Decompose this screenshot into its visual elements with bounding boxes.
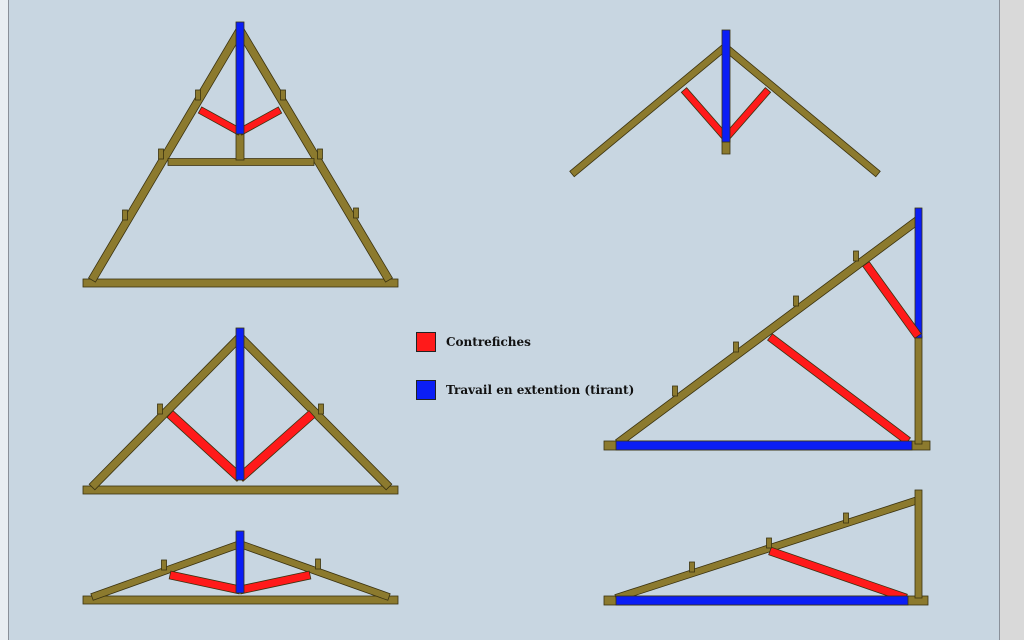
truss2-left-rafter: [88, 333, 244, 491]
truss2-tie-beam: [82, 485, 399, 495]
truss3-cleat: [315, 558, 321, 570]
truss1-cleat: [122, 209, 128, 221]
truss6-bottom-tie: [615, 595, 909, 606]
legend-swatch-struts: [416, 332, 436, 352]
truss6-cleat: [766, 537, 772, 549]
truss2-strut-left: [166, 410, 244, 482]
truss3-left-rafter: [90, 540, 242, 601]
truss1-strut-left: [197, 106, 243, 136]
truss5-post-tie: [914, 207, 923, 339]
legend-item-struts: Contrefiches: [416, 332, 531, 352]
truss5-strut-upper: [862, 261, 922, 339]
window-right-edge: [999, 0, 1024, 640]
truss4-strut-right: [722, 87, 772, 141]
truss5-cleat: [733, 341, 739, 353]
truss1-right-rafter: [236, 27, 393, 283]
truss3-tie-beam: [82, 595, 399, 605]
truss1-collar-tie: [167, 158, 315, 166]
truss2-strut-right: [236, 410, 316, 482]
truss3-right-rafter: [238, 540, 391, 601]
truss1-cleat: [353, 207, 359, 219]
truss1-cleat: [195, 89, 201, 101]
legend-swatch-ties: [416, 380, 436, 400]
truss1-post-lower: [235, 131, 245, 161]
truss3-king-post-tie: [235, 530, 245, 594]
window-left-edge: [0, 0, 9, 640]
truss6-cleat: [843, 512, 849, 524]
truss1-king-post-tie: [235, 21, 245, 135]
truss6-post: [914, 489, 923, 599]
truss1-cleat: [280, 89, 286, 101]
truss5-bottom-tie: [615, 440, 913, 451]
legend-item-ties: Travail en extention (tirant): [416, 380, 634, 400]
truss5-cleat: [672, 385, 678, 397]
truss1-strut-right: [237, 106, 283, 136]
truss1-tie-beam: [82, 278, 399, 288]
truss1-left-rafter: [88, 27, 244, 283]
truss4-strut-left: [680, 87, 730, 141]
truss2-cleat: [157, 403, 163, 415]
legend-label-struts: Contrefiches: [446, 335, 531, 349]
truss5-cleat: [853, 250, 859, 262]
truss3-strut-left: [168, 570, 242, 595]
truss6-cleat: [689, 561, 695, 573]
truss2-right-rafter: [236, 333, 393, 491]
truss5-strut-lower: [767, 333, 911, 445]
truss6-strut: [768, 546, 908, 603]
truss3-strut-right: [238, 570, 312, 595]
truss5-cleat: [793, 295, 799, 307]
truss2-cleat: [318, 403, 324, 415]
truss1-cleat: [317, 148, 323, 160]
truss3-cleat: [161, 559, 167, 571]
truss5-post-lower: [914, 335, 923, 445]
legend-label-ties: Travail en extention (tirant): [446, 383, 635, 397]
truss4-king-post-tie: [721, 29, 731, 143]
truss1-cleat: [158, 148, 164, 160]
truss2-king-post-tie: [235, 327, 245, 481]
